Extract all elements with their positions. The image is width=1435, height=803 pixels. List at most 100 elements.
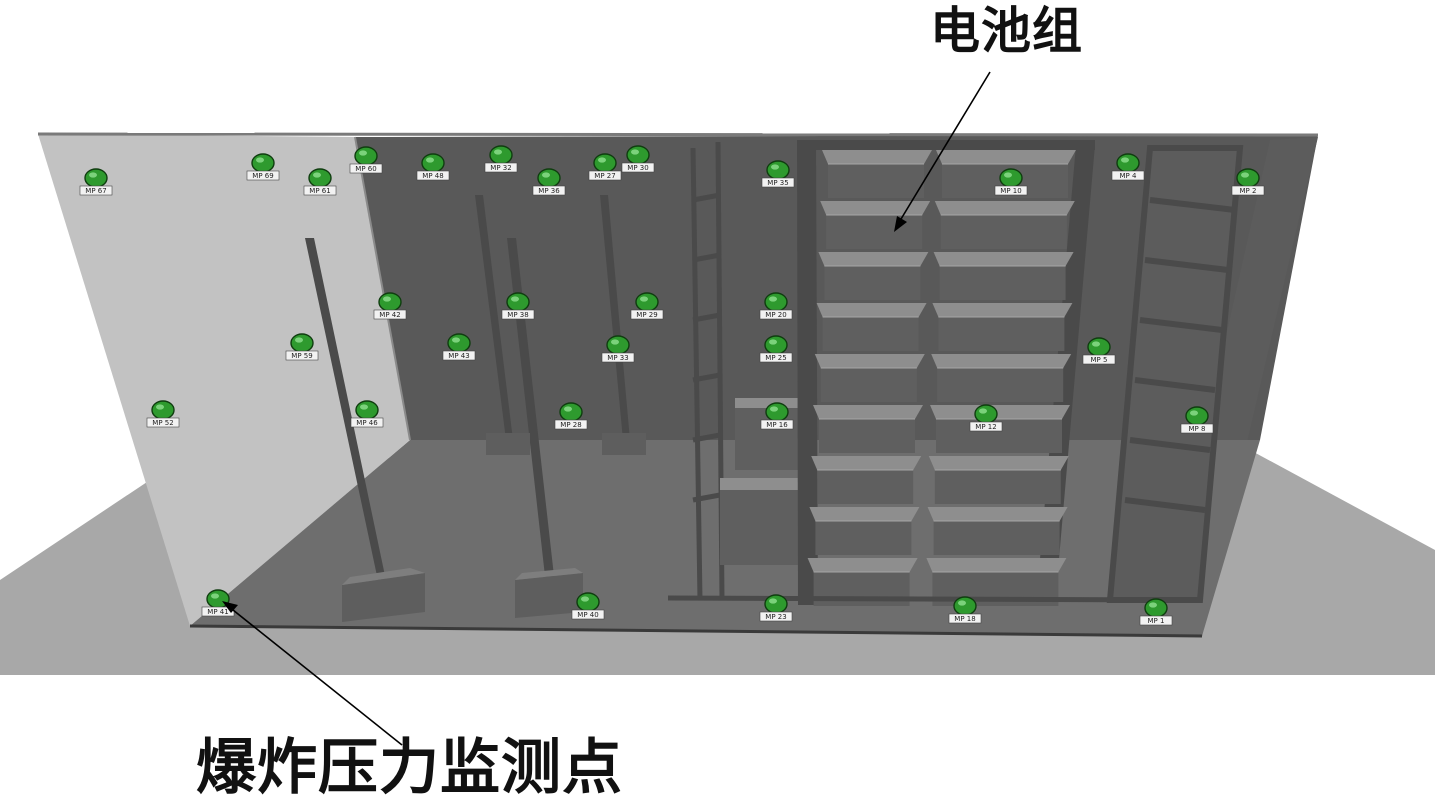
monitoring-point-label-tag: MP 40: [577, 611, 598, 619]
monitoring-point: MP 10: [994, 168, 1028, 196]
sensor-dot-icon: [559, 402, 583, 422]
monitoring-point-label-tag: MP 28: [560, 421, 581, 429]
battery-module: [813, 405, 923, 453]
sensor-dot-icon: [764, 594, 788, 614]
monitoring-point: MP 43: [442, 333, 476, 361]
battery-pack-arrow: [894, 71, 991, 232]
monitoring-point: MP 25: [759, 335, 793, 363]
sensor-dot-icon: [626, 145, 650, 165]
battery-module: [932, 303, 1073, 351]
battery-module: [933, 252, 1074, 300]
monitoring-point-label-tag: MP 5: [1091, 356, 1108, 364]
monitoring-point: MP 36: [532, 168, 566, 196]
monitoring-point: MP 60: [349, 146, 383, 174]
monitoring-point: MP 18: [948, 596, 982, 624]
sensor-dot-icon: [489, 145, 513, 165]
vent-pole-4: [600, 195, 646, 455]
vent-pole-3: [475, 195, 530, 455]
sensor-dot-icon: [151, 400, 175, 420]
sensor-dot-icon: [953, 596, 977, 616]
monitoring-point-label-tag: MP 25: [765, 354, 786, 362]
sensor-dot-icon: [447, 333, 471, 353]
monitoring-point-label-tag: MP 41: [207, 608, 228, 616]
sensor-dot-icon: [766, 160, 790, 180]
battery-module: [928, 456, 1069, 504]
battery-module: [934, 201, 1075, 249]
sensor-dot-icon: [765, 402, 789, 422]
monitoring-point: MP 16: [760, 402, 794, 430]
monitoring-point-label-tag: MP 33: [607, 354, 628, 362]
monitoring-point: MP 12: [969, 404, 1003, 432]
sensor-dot-icon: [421, 153, 445, 173]
monitoring-point-label-tag: MP 38: [507, 311, 528, 319]
monitoring-point: MP 42: [373, 292, 407, 320]
monitoring-point: MP 30: [621, 145, 655, 173]
monitoring-point-label-tag: MP 12: [975, 423, 996, 431]
battery-module: [818, 252, 929, 300]
sensor-dot-icon: [506, 292, 530, 312]
sensor-dot-icon: [308, 168, 332, 188]
battery-module: [931, 354, 1072, 402]
monitoring-point: MP 5: [1082, 337, 1116, 365]
monitoring-point: MP 46: [350, 400, 384, 428]
sensor-dot-icon: [290, 333, 314, 353]
sensor-dot-icon: [635, 292, 659, 312]
monitoring-point: MP 33: [601, 335, 635, 363]
monitoring-point: MP 69: [246, 153, 280, 181]
monitoring-point: MP 8: [1180, 406, 1214, 434]
monitoring-point: MP 2: [1231, 168, 1265, 196]
monitoring-point-label-tag: MP 59: [291, 352, 312, 360]
monitoring-point: MP 28: [554, 402, 588, 430]
monitoring-point-label-tag: MP 67: [85, 187, 106, 195]
battery-module: [820, 201, 931, 249]
battery-module: [809, 507, 920, 555]
monitoring-point-label-tag: MP 35: [767, 179, 788, 187]
monitoring-point-label-tag: MP 69: [252, 172, 273, 180]
sensor-dot-icon: [251, 153, 275, 173]
monitoring-point: MP 32: [484, 145, 518, 173]
monitoring-point-label-tag: MP 61: [309, 187, 330, 195]
monitoring-point-label-tag: MP 2: [1240, 187, 1257, 195]
monitoring-point-label-tag: MP 42: [379, 311, 400, 319]
monitoring-point-label-tag: MP 29: [636, 311, 657, 319]
sensor-dot-icon: [999, 168, 1023, 188]
sensor-dot-icon: [354, 146, 378, 166]
sensor-dot-icon: [1185, 406, 1209, 426]
monitoring-point: MP 48: [416, 153, 450, 181]
monitoring-point: MP 4: [1111, 153, 1145, 181]
monitoring-point: MP 59: [285, 333, 319, 361]
monitoring-point: MP 61: [303, 168, 337, 196]
monitoring-point: MP 20: [759, 292, 793, 320]
battery-module: [811, 456, 922, 504]
monitoring-point: MP 23: [759, 594, 793, 622]
monitoring-point: MP 40: [571, 592, 605, 620]
monitoring-point-label-tag: MP 48: [422, 172, 443, 180]
sensor-dot-icon: [537, 168, 561, 188]
monitoring-point-label-tag: MP 27: [594, 172, 615, 180]
sensor-dot-icon: [576, 592, 600, 612]
monitoring-point-label: 爆炸压力监测点: [196, 733, 623, 803]
monitoring-point-label-tag: MP 36: [538, 187, 560, 195]
monitoring-point: MP 67: [79, 168, 113, 196]
monitoring-points-layer: MP 67 MP 69 MP 61 MP 60 MP 48 MP 32 MP 36 MP 27…: [79, 145, 1265, 626]
sensor-dot-icon: [593, 153, 617, 173]
monitoring-point-label-tag: MP 16: [766, 421, 788, 429]
monitoring-point-label-tag: MP 60: [355, 165, 376, 173]
monitoring-point-label-tag: MP 1: [1148, 617, 1165, 625]
floor-edge: [189, 624, 1203, 638]
monitoring-point: MP 52: [146, 400, 180, 428]
monitoring-point-label-tag: MP 8: [1189, 425, 1206, 433]
monitoring-point-label-tag: MP 30: [627, 164, 648, 172]
monitoring-point: MP 1: [1139, 598, 1173, 626]
sensor-dot-icon: [606, 335, 630, 355]
monitoring-point-arrow: [222, 601, 403, 746]
sensor-dot-icon: [355, 400, 379, 420]
monitoring-point-label-tag: MP 4: [1120, 172, 1137, 180]
roof-edge: [37, 132, 1319, 137]
battery-module: [927, 507, 1068, 555]
sensor-dot-icon: [974, 404, 998, 424]
corner-edge: [354, 136, 411, 441]
sensor-dot-icon: [1236, 168, 1260, 188]
monitoring-point-label-tag: MP 52: [152, 419, 173, 427]
